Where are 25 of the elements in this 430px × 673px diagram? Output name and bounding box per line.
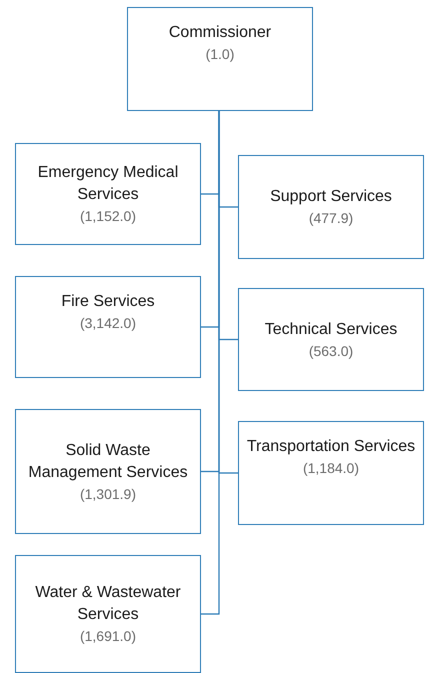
org-box <box>238 155 424 259</box>
staff-count: (477.9) <box>308 209 354 228</box>
org-box <box>15 276 201 378</box>
unit-name: Fire Services <box>61 292 155 312</box>
org-box <box>127 7 313 111</box>
org-box <box>238 421 424 525</box>
staff-count: (563.0) <box>308 342 354 360</box>
staff-count: (1,691.0) <box>80 627 136 646</box>
staff-count: (1,301.9) <box>80 484 136 504</box>
unit-name: Support Services <box>270 187 392 207</box>
unit-name: Commissioner <box>168 23 272 43</box>
staff-count: (3,142.0) <box>80 314 136 333</box>
connector-line <box>201 111 220 615</box>
org-box <box>15 143 201 245</box>
org-box <box>15 555 201 673</box>
staff-count: (1.0) <box>206 45 234 64</box>
org-box <box>15 409 201 534</box>
unit-name: Emergency Medical Services <box>36 163 180 205</box>
unit-name: Transportation Services <box>246 437 416 457</box>
unit-name: Solid Waste Management Services <box>27 440 189 482</box>
unit-name: Water & Wastewater Services <box>34 583 182 625</box>
staff-count: (1,152.0) <box>80 207 136 226</box>
unit-name: Technical Services <box>264 320 398 340</box>
staff-count: (1,184.0) <box>302 459 360 478</box>
org-box <box>238 288 424 391</box>
